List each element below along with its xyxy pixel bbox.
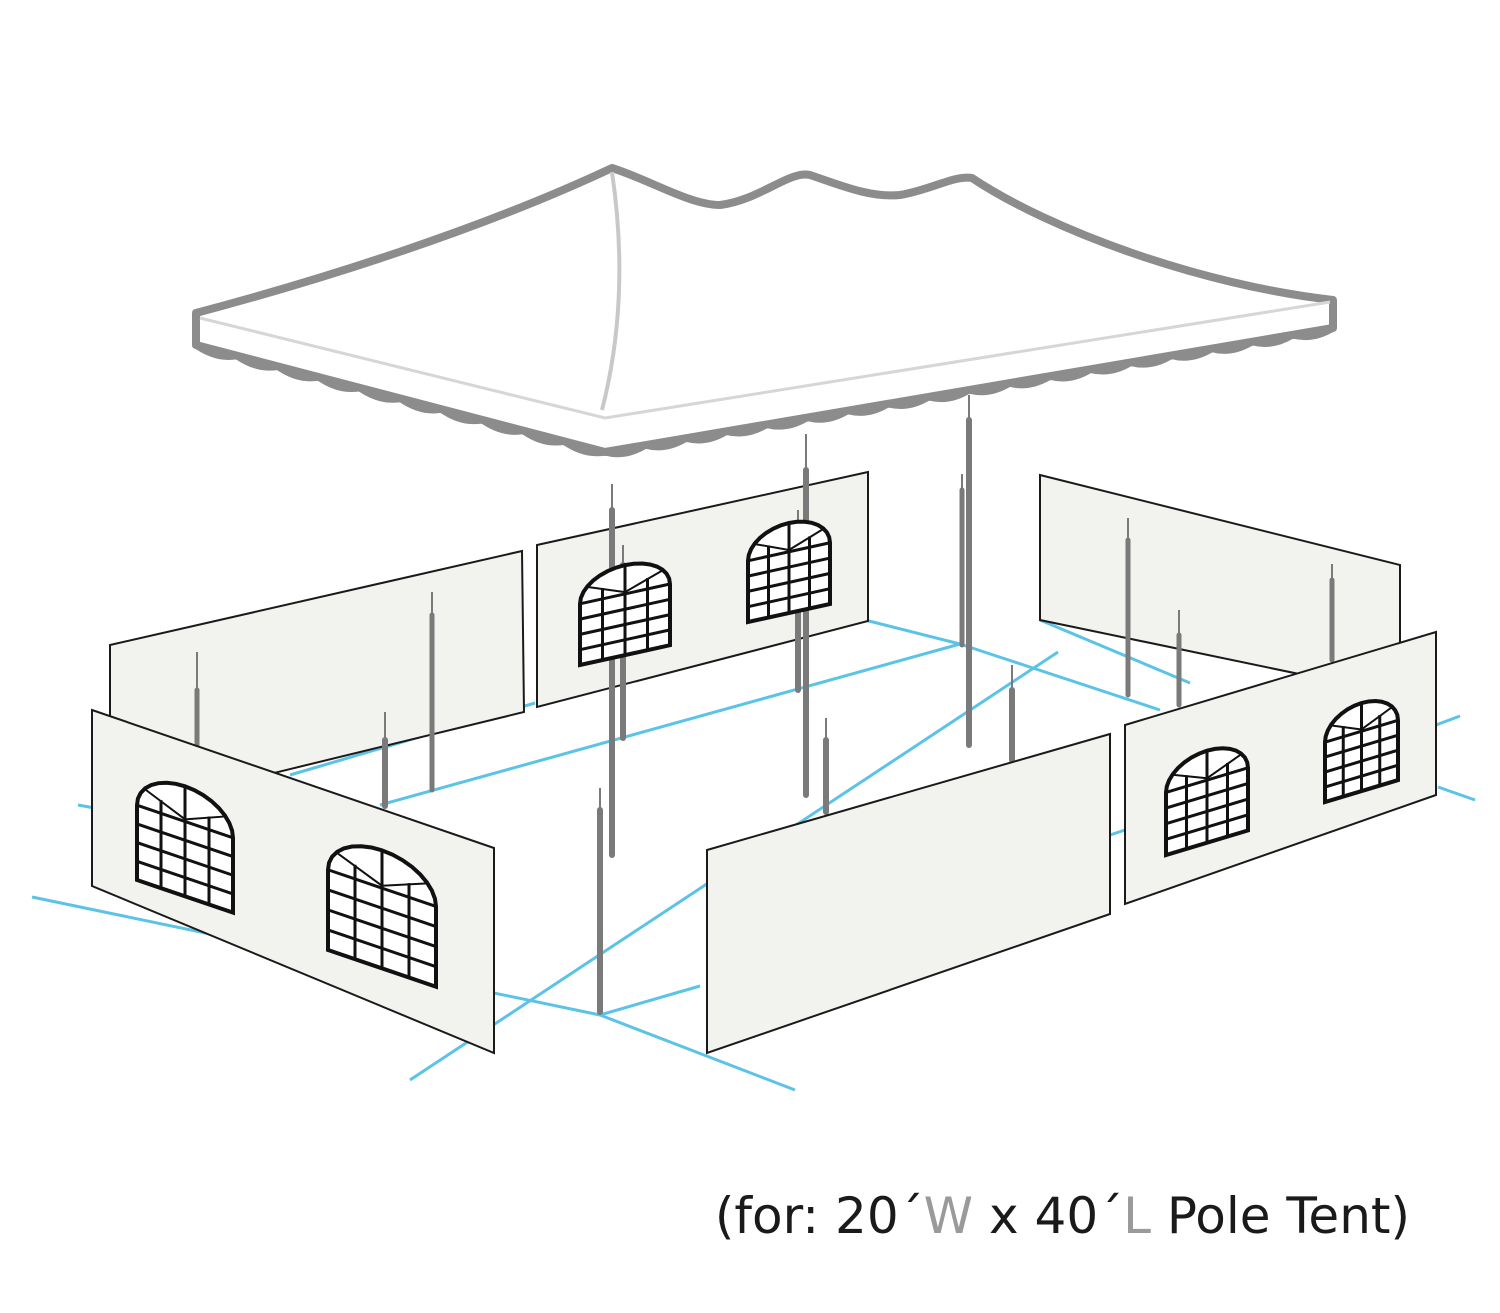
- window-mullion: [327, 908, 437, 949]
- arched-window: [578, 561, 672, 668]
- side-poles-back: [194, 487, 1335, 793]
- width-dimension-letter: W: [923, 1187, 974, 1245]
- window-mullion: [747, 541, 831, 563]
- window-mullion: [136, 803, 234, 840]
- length-dimension-letter: L: [1123, 1187, 1151, 1245]
- window-mullion: [1330, 724, 1362, 731]
- sidewall-front-middle: [706, 732, 1111, 1055]
- window-mullion: [1324, 763, 1399, 789]
- window-mullion: [1165, 813, 1249, 841]
- window-mullion: [747, 587, 831, 609]
- window-mullion: [579, 613, 671, 636]
- window-mullion: [579, 628, 671, 652]
- arched-window: [1164, 746, 1250, 858]
- arched-window: [746, 519, 832, 625]
- tent-size-caption: (for: 20´W x 40´L Pole Tent): [0, 1186, 1410, 1246]
- window-mullion: [579, 582, 671, 606]
- arched-window: [135, 780, 235, 916]
- caption-close: Pole Tent): [1150, 1187, 1410, 1245]
- window-mullion: [136, 859, 234, 896]
- arched-window: [326, 844, 438, 990]
- caption-middle: x 40´: [973, 1187, 1124, 1245]
- window-mullion: [747, 571, 831, 593]
- window-mullion: [754, 542, 790, 551]
- canopy-eave-line: [199, 300, 1331, 420]
- window-mullion: [1165, 797, 1249, 826]
- window-mullion: [1324, 718, 1399, 744]
- window-mullion: [747, 556, 831, 578]
- window-mullion: [1324, 733, 1399, 759]
- window-mullion: [327, 928, 437, 969]
- window-mullion: [143, 788, 186, 821]
- window-mullion: [335, 851, 383, 887]
- window-mullion: [624, 569, 664, 593]
- window-mullion: [136, 841, 234, 877]
- window-mullion: [586, 585, 626, 594]
- canopy-valance: [193, 324, 1335, 458]
- window-mullion: [1360, 706, 1393, 731]
- window-mullion: [1165, 782, 1249, 810]
- window-mullion: [788, 527, 825, 551]
- canopy-top: [192, 164, 1337, 458]
- window-mullion: [327, 868, 437, 908]
- window-mullion: [381, 882, 428, 887]
- canopy-roof: [192, 164, 1337, 456]
- window-group: [135, 519, 1400, 990]
- canopy-ridge-seam: [600, 171, 622, 411]
- window-mullion: [579, 597, 671, 621]
- window-mullion: [1324, 748, 1399, 774]
- arched-window: [1323, 698, 1400, 805]
- window-mullion: [1172, 773, 1208, 780]
- window-mullion: [1165, 766, 1249, 794]
- caption-open: (for: 20´: [714, 1187, 924, 1245]
- window-mullion: [136, 822, 234, 858]
- window-mullion: [327, 888, 437, 928]
- window-mullion: [1206, 753, 1243, 780]
- window-mullion: [184, 815, 226, 821]
